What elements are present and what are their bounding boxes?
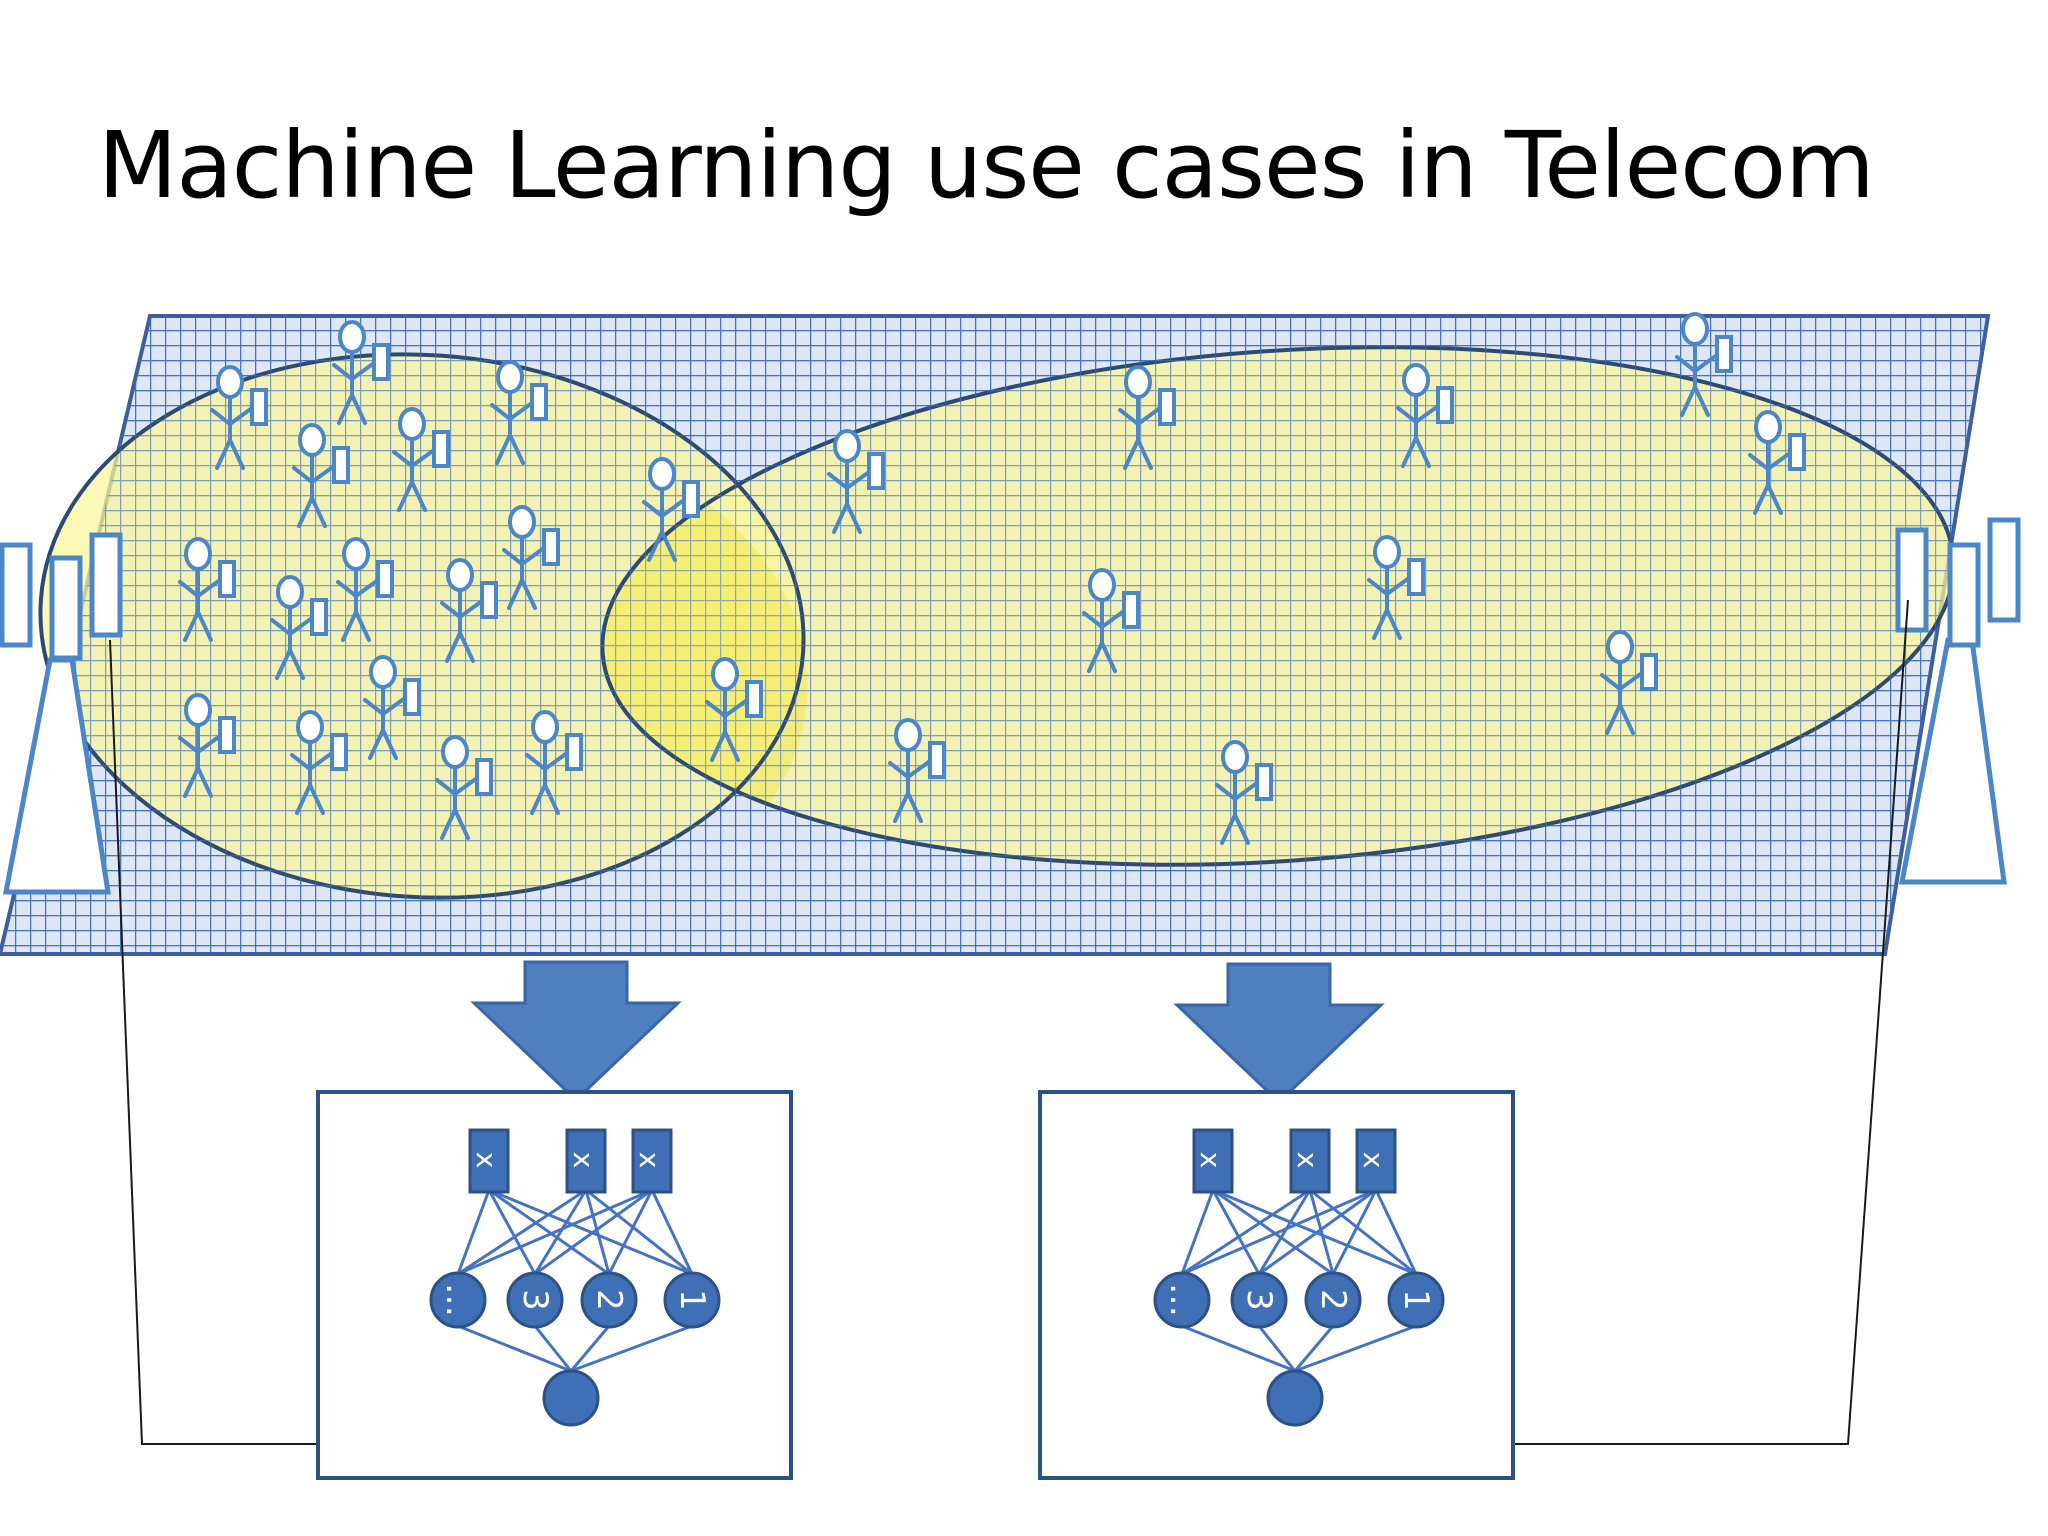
network-edge <box>1258 1188 1377 1276</box>
person-with-phone-icon <box>336 537 394 642</box>
hidden-node-label: 3 <box>1239 1289 1279 1311</box>
input-node <box>1289 1128 1331 1194</box>
network-edge <box>607 1189 654 1275</box>
person-with-phone-icon <box>827 429 885 534</box>
person-with-phone-icon <box>1600 630 1658 735</box>
input-node <box>631 1128 673 1194</box>
person-with-phone-icon <box>490 360 548 465</box>
cell-tower-right-icon <box>1895 517 2021 885</box>
person-with-phone-icon <box>1367 535 1425 640</box>
network-edge <box>534 1188 653 1276</box>
network-edge <box>456 1189 491 1275</box>
person-with-phone-icon <box>1675 312 1733 417</box>
input-node <box>565 1128 607 1194</box>
hidden-node <box>1230 1271 1288 1329</box>
hidden-node-label: 2 <box>589 1289 629 1311</box>
person-with-phone-icon <box>363 655 421 760</box>
network-edge <box>1181 1324 1296 1373</box>
neural-network-left: x x x … 3 2 1 <box>316 1090 793 1480</box>
network-edge <box>584 1189 611 1275</box>
person-with-phone-icon <box>1748 410 1806 515</box>
network-edge <box>457 1324 572 1373</box>
person-with-phone-icon <box>178 693 236 798</box>
network-edge <box>569 1325 611 1372</box>
person-with-phone-icon <box>642 457 700 562</box>
person-with-phone-icon <box>178 537 236 642</box>
input-node <box>1355 1128 1397 1194</box>
hidden-node-label: 3 <box>515 1289 555 1311</box>
network-edge <box>457 1188 653 1276</box>
input-node-label: x <box>470 1152 503 1169</box>
person-with-phone-icon <box>292 423 350 528</box>
network-edge <box>1293 1325 1335 1372</box>
network-edge <box>1309 1188 1417 1276</box>
hidden-node-label: … <box>438 1283 478 1317</box>
network-edge <box>1181 1188 1377 1276</box>
network-edge <box>1181 1188 1311 1276</box>
hidden-node-label: 1 <box>1396 1289 1436 1311</box>
person-with-phone-icon <box>210 365 268 470</box>
hidden-node <box>580 1271 638 1329</box>
network-edge <box>1257 1325 1297 1372</box>
person-with-phone-icon <box>435 735 493 840</box>
network-edge <box>533 1325 573 1372</box>
network-edge <box>488 1188 610 1276</box>
person-with-phone-icon <box>1118 365 1176 470</box>
person-with-phone-icon <box>1396 363 1454 468</box>
input-node-label: x <box>633 1152 666 1169</box>
person-with-phone-icon <box>290 710 348 815</box>
network-edge <box>457 1188 587 1276</box>
network-edge <box>1180 1189 1215 1275</box>
network-edge <box>488 1188 693 1276</box>
slide-title: Machine Learning use cases in Telecom <box>98 112 1875 219</box>
network-edge <box>1212 1188 1417 1276</box>
input-node <box>468 1128 510 1194</box>
input-node-label: x <box>1194 1152 1227 1169</box>
person-with-phone-icon <box>525 710 583 815</box>
input-node <box>1192 1128 1234 1194</box>
network-edge <box>1211 1189 1261 1275</box>
input-node-label: x <box>1291 1152 1324 1169</box>
network-edge <box>1294 1324 1417 1373</box>
network-edge <box>533 1189 588 1275</box>
input-node-label: x <box>1357 1152 1390 1169</box>
output-node <box>1266 1369 1324 1427</box>
down-arrow-left-icon <box>470 960 682 1103</box>
network-edge <box>1308 1189 1335 1275</box>
person-with-phone-icon <box>392 407 450 512</box>
network-edge <box>585 1188 693 1276</box>
input-node-label: x <box>567 1152 600 1169</box>
network-edge <box>1257 1189 1312 1275</box>
neural-network-right: x x x … 3 2 1 <box>1038 1090 1515 1480</box>
person-with-phone-icon <box>332 320 390 425</box>
users-layer <box>178 312 1806 845</box>
network-edge <box>1331 1189 1378 1275</box>
network-edge <box>487 1189 537 1275</box>
hidden-node <box>429 1271 487 1329</box>
person-with-phone-icon <box>705 657 763 762</box>
down-arrow-right-icon <box>1173 962 1385 1105</box>
network-edge <box>570 1324 693 1373</box>
person-with-phone-icon <box>888 718 946 823</box>
hidden-node <box>1387 1271 1445 1329</box>
hidden-node <box>1153 1271 1211 1329</box>
person-with-phone-icon <box>1082 568 1140 673</box>
network-edge <box>650 1189 694 1275</box>
network-edge <box>1212 1188 1334 1276</box>
output-node <box>542 1369 600 1427</box>
hidden-node <box>663 1271 721 1329</box>
hidden-node-label: … <box>1162 1283 1202 1317</box>
hidden-node-label: 1 <box>672 1289 712 1311</box>
person-with-phone-icon <box>502 505 560 610</box>
hidden-node-label: 2 <box>1313 1289 1353 1311</box>
hidden-node <box>506 1271 564 1329</box>
person-with-phone-icon <box>270 575 328 680</box>
hidden-node <box>1304 1271 1362 1329</box>
person-with-phone-icon <box>1215 740 1273 845</box>
cell-tower-left-icon <box>0 532 123 895</box>
network-edge <box>1374 1189 1418 1275</box>
person-with-phone-icon <box>440 558 498 663</box>
